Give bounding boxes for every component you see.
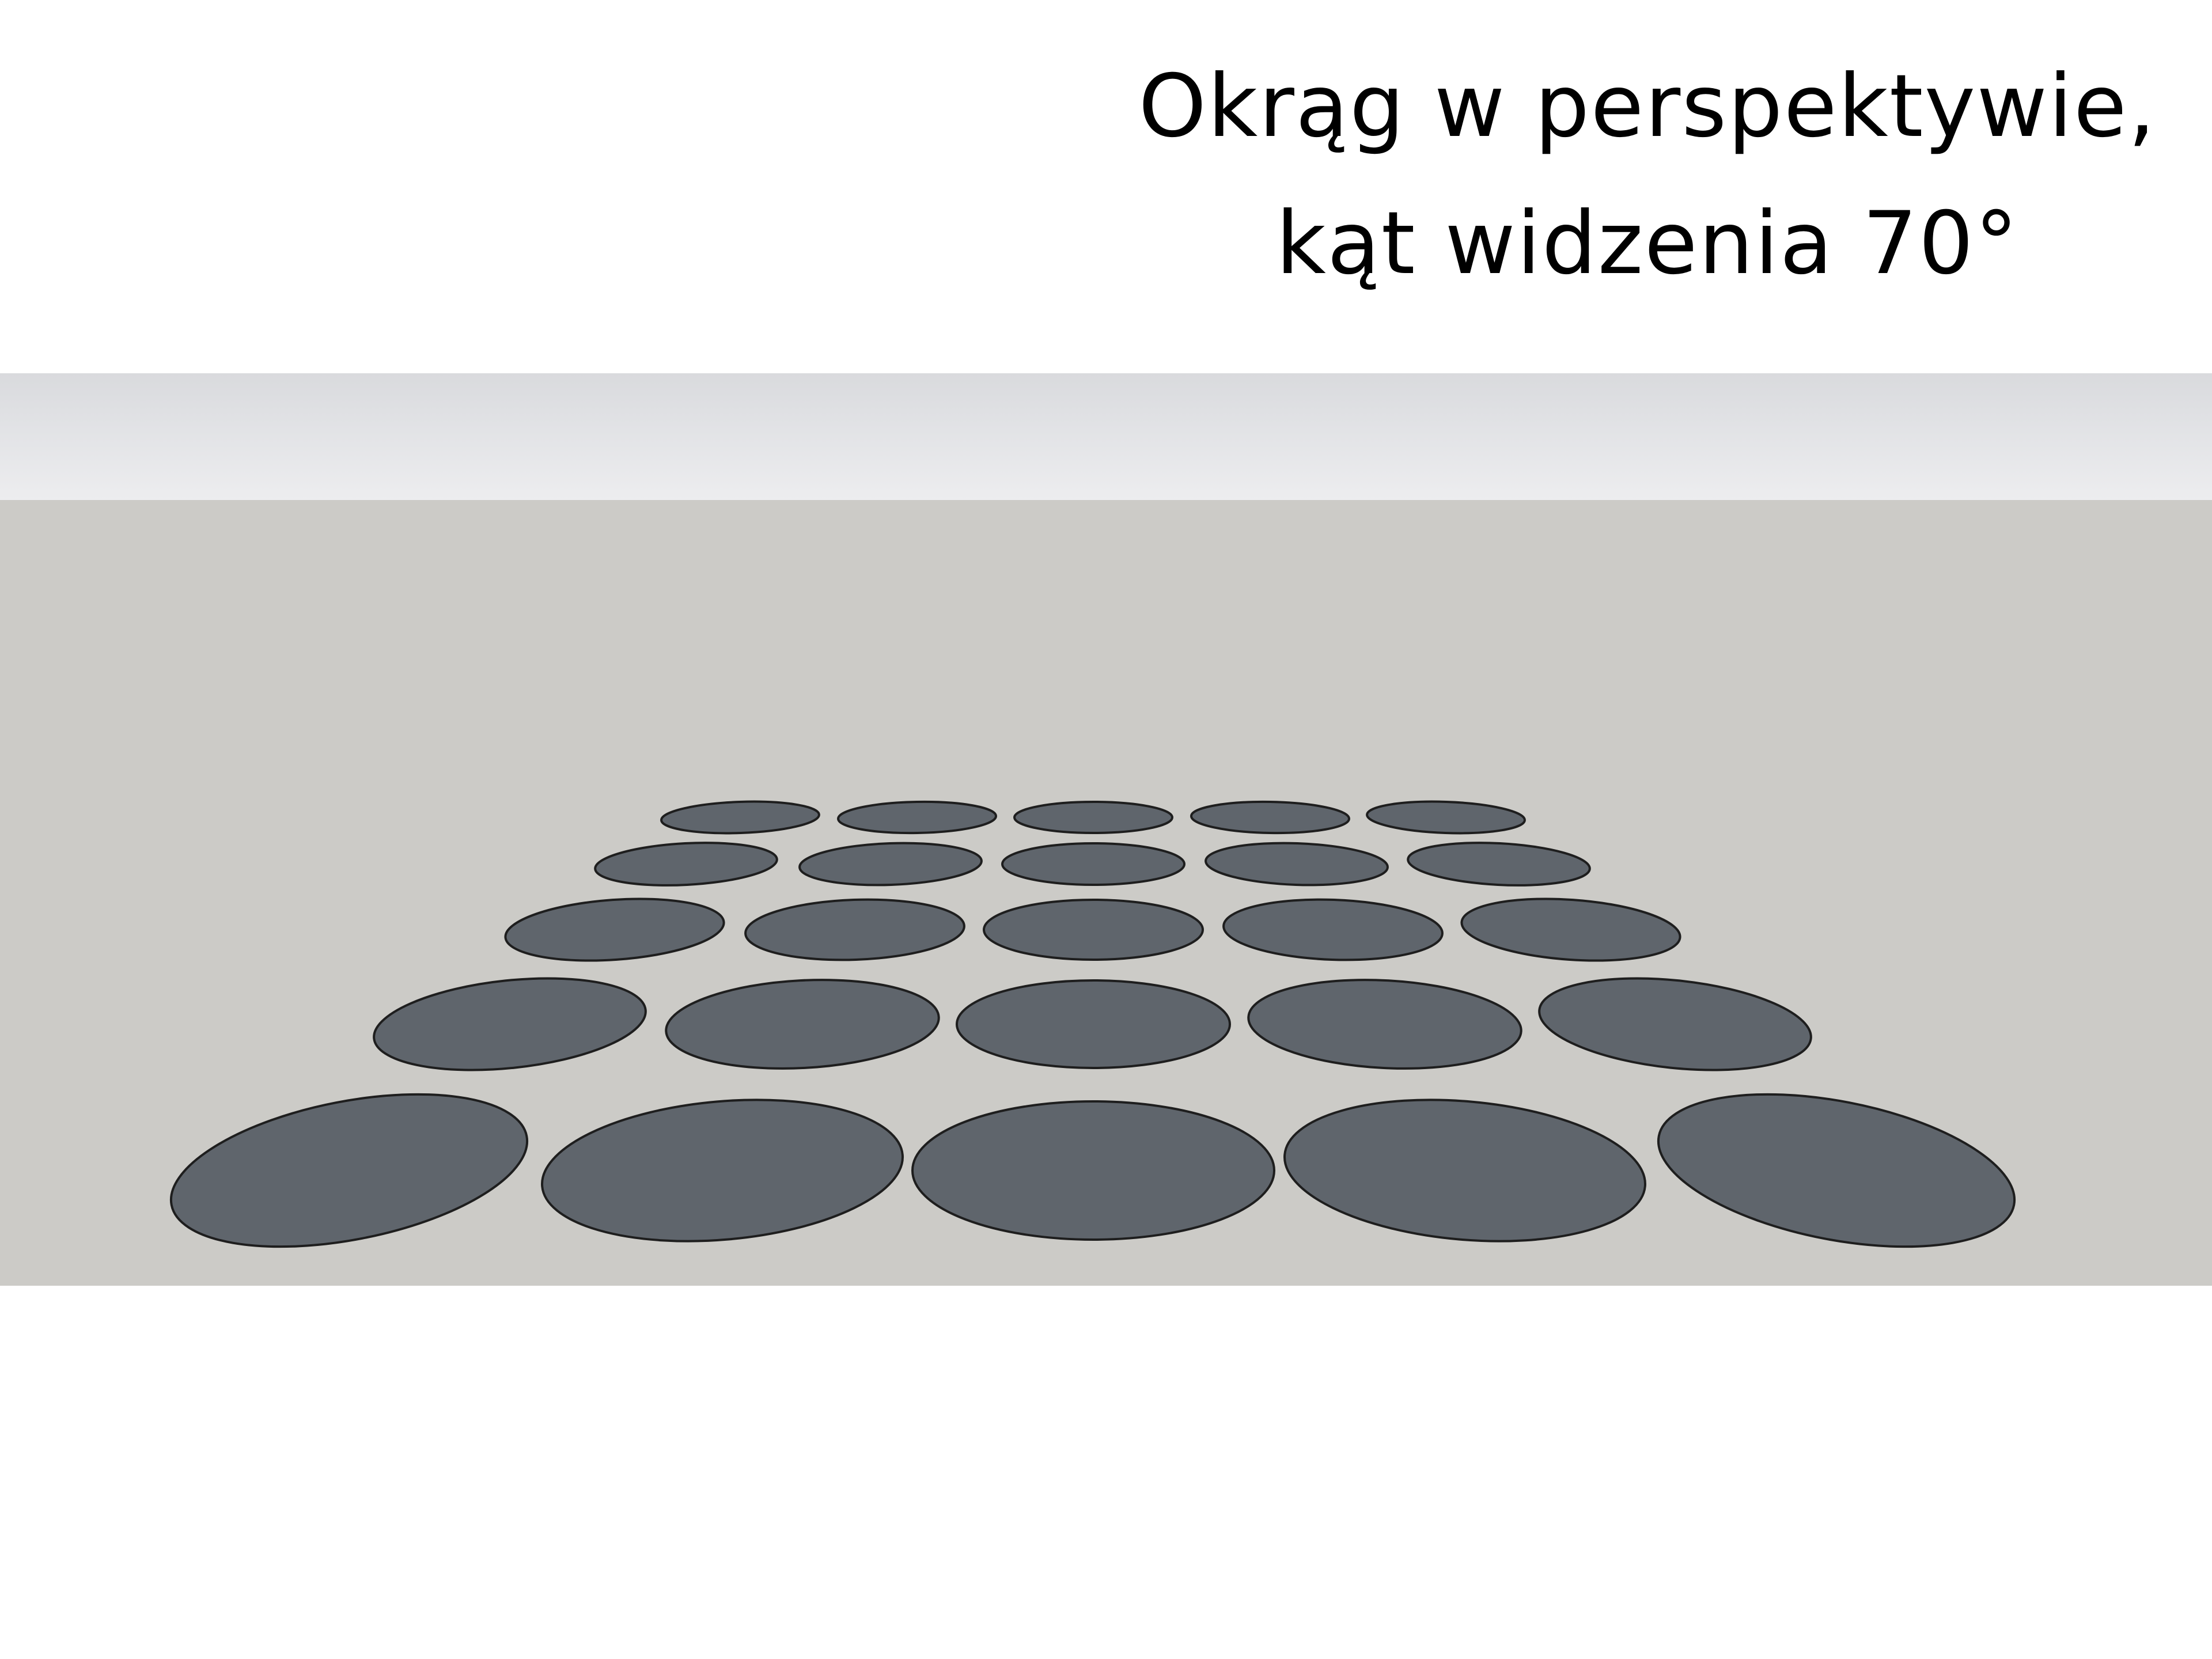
disc-row-4-col-4 [1247, 979, 1522, 1070]
disc-row-5-col-1 [169, 1093, 529, 1248]
disc-row-1-col-1 [660, 800, 820, 835]
disc-row-1-col-4 [1190, 800, 1350, 835]
disc-row-2-col-3 [1001, 842, 1185, 886]
title-line-2: kąt widzenia 70° [1275, 194, 2020, 294]
sky-band [0, 373, 2212, 500]
disc-row-1-col-5 [1366, 800, 1526, 835]
disc-row-5-col-2 [541, 1099, 904, 1243]
title-line-1: Okrąg w perspektywie, [1138, 56, 2157, 157]
disc-row-5-col-4 [1283, 1099, 1646, 1243]
disc-row-2-col-4 [1205, 842, 1389, 887]
disc-row-1-col-3 [1013, 801, 1173, 834]
disc-row-4-col-1 [373, 977, 647, 1071]
disc-row-5-col-5 [1657, 1093, 2016, 1248]
disc-row-4-col-2 [665, 979, 940, 1070]
disc-row-2-col-1 [594, 842, 778, 887]
disc-row-1-col-2 [837, 800, 997, 835]
disc-row-4-col-5 [1538, 977, 1812, 1071]
disc-row-2-col-2 [798, 842, 983, 887]
disc-row-4-col-3 [956, 979, 1231, 1069]
disc-row-2-col-5 [1407, 842, 1591, 887]
disc-row-3-col-3 [983, 899, 1204, 961]
disc-row-3-col-2 [744, 898, 965, 961]
disc-row-5-col-3 [911, 1100, 1275, 1241]
slide-title: Okrąg w perspektywie, kąt widzenia 70° [1083, 38, 2212, 312]
disc-row-3-col-4 [1222, 898, 1444, 961]
disc-row-3-col-1 [504, 897, 725, 962]
disc-row-3-col-5 [1460, 897, 1681, 962]
